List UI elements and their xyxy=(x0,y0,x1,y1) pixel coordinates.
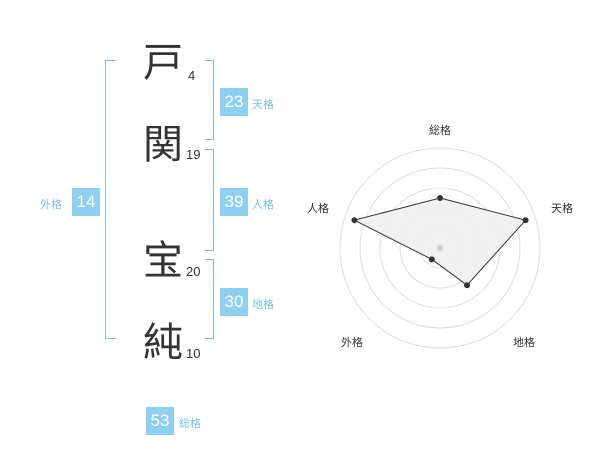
radar-ring xyxy=(359,167,521,329)
radar-center-dot xyxy=(437,245,443,251)
soukaku-value: 53 xyxy=(146,407,174,435)
tenkaku-label: 天格 xyxy=(252,98,274,111)
radar-label-soukaku: 総格 xyxy=(429,123,451,137)
stroke-count-2: 19 xyxy=(186,147,201,162)
radar-point xyxy=(428,256,435,263)
name-char-3: 宝 xyxy=(143,238,183,284)
gaikaku-bracket xyxy=(105,60,116,339)
radar-label-chikaku: 地格 xyxy=(513,335,535,349)
name-char-2: 関 xyxy=(143,122,183,168)
stroke-count-1: 4 xyxy=(188,68,196,83)
radar-points xyxy=(351,195,529,289)
gaikaku-value: 14 xyxy=(72,188,100,216)
chikaku-bracket xyxy=(205,259,214,339)
chikaku-value: 30 xyxy=(220,288,248,316)
radar-label-tenkaku: 天格 xyxy=(551,201,573,215)
jinkaku-value: 39 xyxy=(220,188,248,216)
gaikaku-label: 外格 xyxy=(40,198,62,211)
jinkaku-bracket xyxy=(205,149,214,251)
tenkaku-value: 23 xyxy=(220,88,248,116)
name-char-4: 純 xyxy=(143,320,183,366)
chikaku-label: 地格 xyxy=(252,298,274,311)
tenkaku-bracket xyxy=(205,60,214,140)
jinkaku-label: 人格 xyxy=(252,198,274,211)
radar-point xyxy=(464,282,471,289)
stroke-count-3: 20 xyxy=(186,264,201,279)
radar-ring xyxy=(339,147,541,349)
stroke-count-4: 10 xyxy=(186,346,201,361)
radar-label-gaikaku: 外格 xyxy=(341,335,363,349)
radar-point xyxy=(351,217,358,224)
name-char-1: 戸 xyxy=(143,40,183,86)
radar-series-polygon xyxy=(352,197,527,286)
radar-label-jinkaku: 人格 xyxy=(307,201,329,215)
radar-point xyxy=(522,217,529,224)
soukaku-label: 総格 xyxy=(179,417,201,430)
radar-point xyxy=(437,195,443,201)
